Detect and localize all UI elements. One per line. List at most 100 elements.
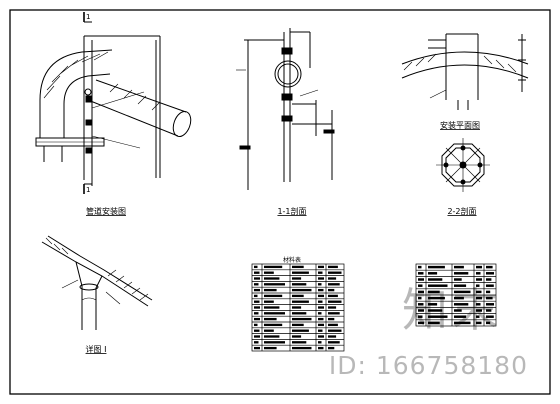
table-cell-text: [318, 265, 324, 269]
table-cell-text: [292, 300, 309, 303]
table-cell-text: [292, 271, 309, 274]
section-1-1-view: [236, 28, 335, 190]
table-cell-text: [476, 290, 482, 294]
section-2-2-caption: 2-2剖面: [447, 206, 476, 216]
table-cell-text: [418, 321, 424, 325]
table-cell-text: [264, 306, 280, 309]
table-cell-text: [292, 312, 307, 315]
table-cell-text: [428, 272, 438, 275]
section-1-1-caption: 1-1剖面: [277, 206, 306, 216]
table-cell-text: [318, 306, 324, 309]
table-cell-text: [418, 265, 422, 269]
table-cell-text: [328, 341, 340, 344]
watermark-logo: 知末: [402, 283, 502, 337]
table-cell-text: [486, 296, 493, 300]
table-cell-text: [264, 265, 283, 269]
table-cell-text: [254, 283, 259, 286]
table-cell-text: [264, 323, 283, 327]
table-cell-text: [292, 283, 307, 286]
table-cell-text: [292, 277, 302, 280]
table-cell-text: [486, 278, 492, 281]
table-cell-text: [264, 317, 277, 321]
table-cell-text: [318, 346, 324, 350]
elevation-caption: 管道安装图: [86, 206, 126, 216]
table-cell-text: [318, 312, 322, 315]
table-cell-text: [254, 306, 260, 309]
table-cell-text: [254, 294, 258, 298]
table-cell-text: [292, 323, 304, 327]
table-cell-text: [454, 296, 464, 300]
table-cell-text: [476, 284, 480, 287]
table-cell-text: [454, 272, 469, 275]
table-cell-text: [328, 317, 335, 321]
table-cell-text: [318, 288, 324, 292]
table-cell-text: [476, 278, 482, 281]
table-cell-text: [476, 303, 481, 306]
material-table-right: [415, 263, 497, 327]
table-cell-text: [418, 278, 424, 281]
table-cell-text: [476, 265, 482, 269]
table-cell-text: [486, 265, 493, 269]
table-cell-text: [264, 329, 274, 332]
section-2-2-view: [436, 138, 490, 192]
table-cell-text: [428, 303, 438, 306]
table-cell-text: [454, 303, 469, 306]
table-cell-text: [486, 321, 491, 325]
table-cell-text: [476, 309, 482, 312]
table-cell-text: [264, 271, 274, 274]
table-cell-text: [264, 300, 274, 303]
table-cell-text: [264, 288, 277, 292]
table-cell-text: [328, 271, 342, 274]
table-cell-text: [454, 309, 462, 312]
table-cell-text: [428, 315, 448, 318]
table-cell-text: [328, 306, 337, 309]
table-cell-text: [454, 265, 464, 269]
table-cell-text: [418, 309, 424, 312]
table-cell-text: [476, 272, 481, 275]
table-cell-text: [254, 346, 260, 350]
table-cell-text: [264, 341, 285, 344]
table-cell-text: [486, 315, 494, 318]
table-cell-text: [292, 288, 312, 292]
table-cell-text: [318, 335, 324, 338]
table-cell-text: [486, 272, 494, 275]
table-cell-text: [264, 335, 280, 338]
table-cell-text: [418, 296, 422, 300]
table-cell-text: [254, 271, 260, 274]
table-cell-text: [454, 278, 462, 281]
section-mark-top: 1: [86, 13, 90, 21]
table-cell-text: [292, 335, 302, 338]
table-cell-text: [292, 317, 312, 321]
table-cell-text: [318, 277, 324, 280]
plan-view: [401, 33, 529, 110]
table-cell-text: [318, 294, 324, 298]
table-cell-text: [328, 335, 337, 338]
table-cell-text: [328, 294, 338, 298]
table-cell-text: [254, 323, 258, 327]
table-cell-text: [292, 346, 312, 350]
table-cell-text: [292, 329, 309, 332]
table-cell-text: [486, 309, 492, 312]
table-cell-text: [328, 329, 342, 332]
table-cell-text: [328, 312, 340, 315]
table-cell-text: [328, 265, 338, 269]
table-cell-text: [254, 288, 260, 292]
material-table-left-title: 材料表: [283, 256, 301, 264]
table-cell-text: [254, 341, 259, 344]
table-cell-text: [328, 346, 335, 350]
table-cell-text: [318, 300, 323, 303]
table-cell-text: [318, 341, 322, 344]
table-cell-text: [328, 288, 335, 292]
table-cell-text: [328, 283, 340, 286]
table-cell-text: [428, 284, 448, 287]
table-cell-text: [254, 312, 259, 315]
drawing-border: [9, 9, 551, 395]
table-cell-text: [428, 321, 440, 325]
material-table-left: [251, 263, 345, 352]
elevation-view: [35, 12, 192, 194]
table-cell-text: [428, 296, 445, 300]
section-mark-bottom: 1: [86, 186, 90, 194]
table-cell-text: [254, 329, 260, 332]
table-cell-text: [486, 284, 494, 287]
